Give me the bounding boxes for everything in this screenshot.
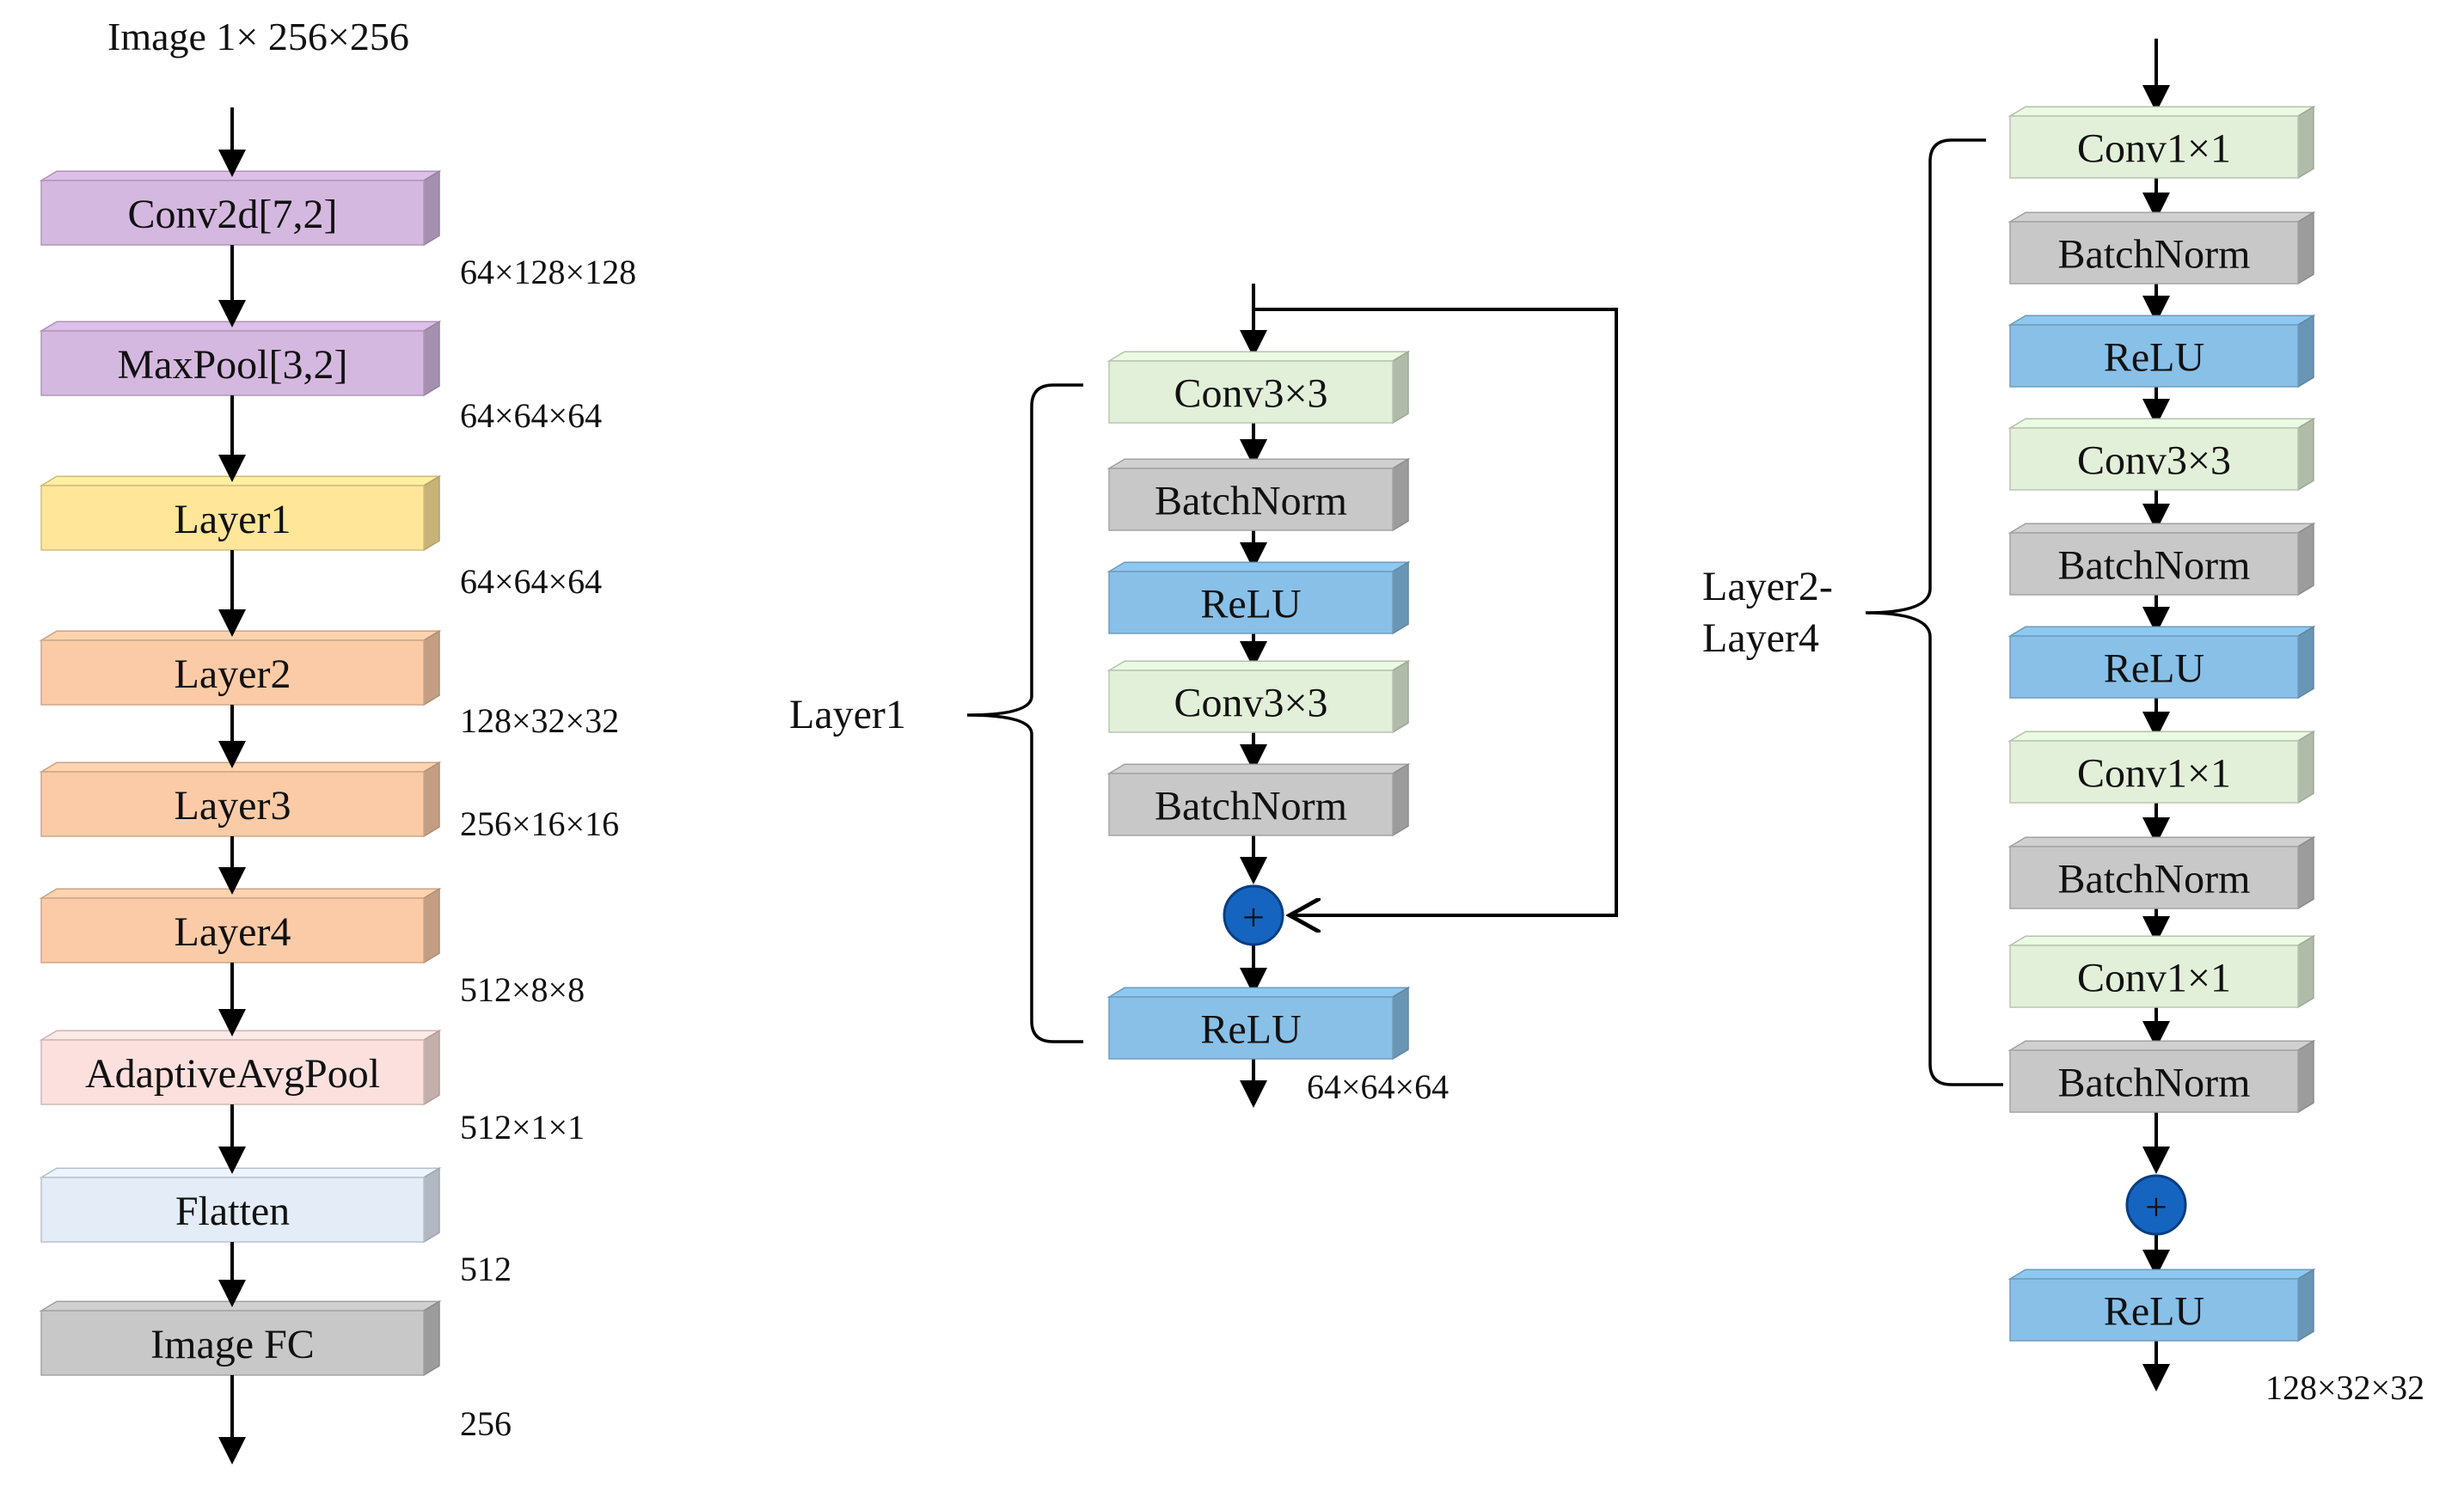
layer2-4-brace [1865, 138, 2003, 1086]
left-dim-1: 64×64×64 [460, 396, 602, 435]
right-block-0-conv1-1-label: Conv1×1 [2077, 126, 2231, 172]
left-dim-2: 64×64×64 [460, 562, 602, 601]
left-block-layer4: Layer4 [39, 887, 442, 964]
mid-block-3-conv3-3: Conv3×3 [1106, 659, 1411, 734]
left-dim-5: 512×8×8 [460, 970, 585, 1009]
layer1-output-dim: 64×64×64 [1307, 1067, 1449, 1106]
left-block-layer1-label: Layer1 [175, 497, 291, 542]
left-block-image-fc: Image FC [39, 1299, 442, 1377]
mid-block-3-conv3-3-label: Conv3×3 [1174, 681, 1327, 726]
right-block-4-batchnorm: BatchNorm [2007, 522, 2316, 596]
left-block-image-fc-label: Image FC [150, 1322, 315, 1367]
left-block-conv2d-7-2-label: Conv2d[7,2] [128, 192, 338, 237]
right-block-8-conv1-1-label: Conv1×1 [2077, 956, 2231, 1001]
right-block-9-batchnorm-label: BatchNorm [2058, 1061, 2251, 1106]
mid-block-2-relu-label: ReLU [1200, 582, 1301, 627]
layer1-label: Layer1 [789, 692, 906, 737]
left-block-conv2d-7-2: Conv2d[7,2] [39, 169, 442, 247]
right-block-0-conv1-1: Conv1×1 [2007, 105, 2316, 180]
left-dim-7: 512 [460, 1250, 512, 1288]
add-symbol: + [1242, 896, 1265, 939]
mid-block-2-relu: ReLU [1106, 560, 1411, 635]
right-block-10-relu: ReLU [2007, 1268, 2316, 1342]
right-block-3-conv3-3: Conv3×3 [2007, 417, 2316, 492]
left-dim-8: 256 [460, 1404, 512, 1443]
add-symbol-right: + [2145, 1185, 2167, 1229]
mid-block-0-conv3-3: Conv3×3 [1106, 350, 1411, 425]
right-block-4-batchnorm-label: BatchNorm [2058, 543, 2251, 589]
mid-block-5-relu: ReLU [1106, 986, 1411, 1061]
left-block-flatten-label: Flatten [175, 1189, 290, 1234]
left-block-flatten: Flatten [39, 1166, 442, 1244]
right-block-9-batchnorm: BatchNorm [2007, 1039, 2316, 1114]
right-block-6-conv1-1-label: Conv1×1 [2077, 751, 2231, 797]
right-block-7-batchnorm-label: BatchNorm [2058, 857, 2251, 902]
left-block-layer1: Layer1 [39, 474, 442, 552]
add-node: + [1223, 884, 1284, 946]
left-block-adaptiveavgpool-label: AdaptiveAvgPool [85, 1051, 380, 1097]
right-block-10-relu-label: ReLU [2104, 1289, 2204, 1335]
left-block-maxpool-3-2: MaxPool[3,2] [39, 320, 442, 397]
add-node-right: + [2125, 1174, 2187, 1236]
left-block-maxpool-3-2-label: MaxPool[3,2] [118, 342, 348, 388]
right-block-8-conv1-1: Conv1×1 [2007, 934, 2316, 1009]
mid-block-1-batchnorm-label: BatchNorm [1155, 479, 1347, 524]
right-block-2-relu-label: ReLU [2104, 335, 2204, 381]
mid-block-0-conv3-3-label: Conv3×3 [1174, 371, 1327, 417]
left-block-layer3-label: Layer3 [175, 783, 291, 829]
mid-block-1-batchnorm: BatchNorm [1106, 457, 1411, 532]
input-image-label: Image 1× 256×256 [107, 15, 409, 58]
left-block-adaptiveavgpool: AdaptiveAvgPool [39, 1029, 442, 1106]
mid-block-5-relu-label: ReLU [1200, 1007, 1301, 1053]
left-dim-6: 512×1×1 [460, 1108, 585, 1147]
right-block-6-conv1-1: Conv1×1 [2007, 730, 2316, 804]
layer2-4-label-line1: Layer2- [1702, 564, 1833, 609]
layer2-4-output-dim: 128×32×32 [2265, 1368, 2424, 1407]
skip-connection-line [1252, 308, 1618, 915]
left-block-layer4-label: Layer4 [175, 909, 291, 955]
right-block-1-batchnorm-label: BatchNorm [2058, 232, 2251, 278]
layer2-4-label-line2: Layer4 [1702, 615, 1819, 661]
mid-block-4-batchnorm: BatchNorm [1106, 762, 1411, 837]
layer1-brace [966, 383, 1083, 1043]
mid-block-4-batchnorm-label: BatchNorm [1155, 784, 1347, 829]
left-block-layer3: Layer3 [39, 761, 442, 838]
left-dim-0: 64×128×128 [460, 253, 636, 291]
right-block-1-batchnorm: BatchNorm [2007, 211, 2316, 285]
right-block-5-relu: ReLU [2007, 625, 2316, 700]
right-block-5-relu-label: ReLU [2104, 646, 2204, 692]
left-dim-3: 128×32×32 [460, 701, 619, 740]
right-block-3-conv3-3-label: Conv3×3 [2077, 438, 2231, 484]
left-dim-4: 256×16×16 [460, 804, 619, 843]
right-block-7-batchnorm: BatchNorm [2007, 835, 2316, 910]
left-block-layer2: Layer2 [39, 629, 442, 706]
right-block-2-relu: ReLU [2007, 314, 2316, 388]
left-block-layer2-label: Layer2 [175, 651, 291, 697]
